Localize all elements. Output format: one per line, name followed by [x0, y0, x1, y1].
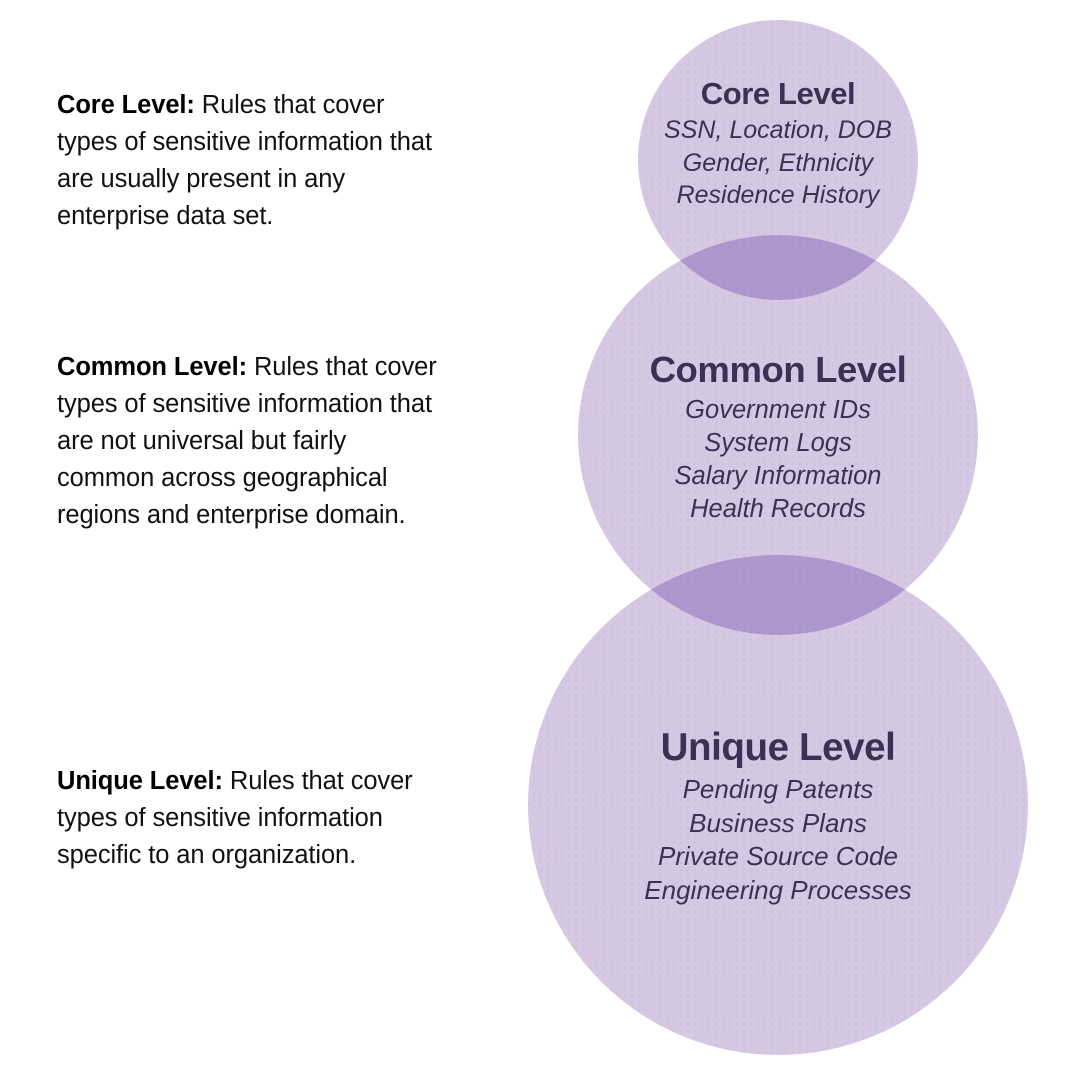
- list-item: Pending Patents: [682, 774, 874, 804]
- core-level-description-lead: Core Level:: [57, 90, 195, 119]
- list-item: Private Source Code: [658, 841, 898, 871]
- common-circle: [578, 235, 978, 635]
- common-level-label: Common Level Government IDs System Logs …: [548, 346, 1008, 526]
- core-level-description-body: Rules that cover types of sensitive info…: [57, 90, 432, 230]
- unique-level-description-body: Rules that cover types of sensitive info…: [57, 766, 413, 869]
- common-level-description-body: Rules that cover types of sensitive info…: [57, 352, 437, 529]
- core-level-label: Core Level SSN, Location, DOB Gender, Et…: [548, 74, 1008, 212]
- unique-level-description-lead: Unique Level:: [57, 766, 223, 795]
- list-item: Health Records: [690, 495, 866, 523]
- common-level-description-lead: Common Level:: [57, 352, 247, 381]
- list-item: Residence History: [676, 181, 880, 209]
- list-item: System Logs: [704, 429, 852, 457]
- unique-level-items: Pending Patents Business Plans Private S…: [548, 773, 1008, 907]
- unique-level-title: Unique Level: [660, 726, 896, 769]
- unique-level-description: Unique Level: Rules that cover types of …: [57, 763, 447, 874]
- list-item: Government IDs: [685, 396, 871, 424]
- core-level-items: SSN, Location, DOB Gender, Ethnicity Res…: [548, 114, 1008, 212]
- common-level-title: Common Level: [649, 349, 907, 390]
- unique-level-label: Unique Level Pending Patents Business Pl…: [548, 722, 1008, 907]
- list-item: Salary Information: [674, 462, 882, 490]
- common-level-description: Common Level: Rules that cover types of …: [57, 349, 447, 534]
- core-circle: [638, 20, 918, 300]
- list-item: Engineering Processes: [644, 874, 912, 905]
- core-level-title: Core Level: [700, 76, 856, 111]
- core-level-description: Core Level: Rules that cover types of se…: [57, 87, 447, 235]
- common-level-items: Government IDs System Logs Salary Inform…: [548, 394, 1008, 526]
- list-item: Gender, Ethnicity: [682, 148, 874, 177]
- list-item: Business Plans: [689, 807, 867, 838]
- description-column: Core Level: Rules that cover types of se…: [57, 0, 457, 1080]
- list-item: SSN, Location, DOB: [664, 116, 892, 144]
- unique-circle: [528, 555, 1028, 1055]
